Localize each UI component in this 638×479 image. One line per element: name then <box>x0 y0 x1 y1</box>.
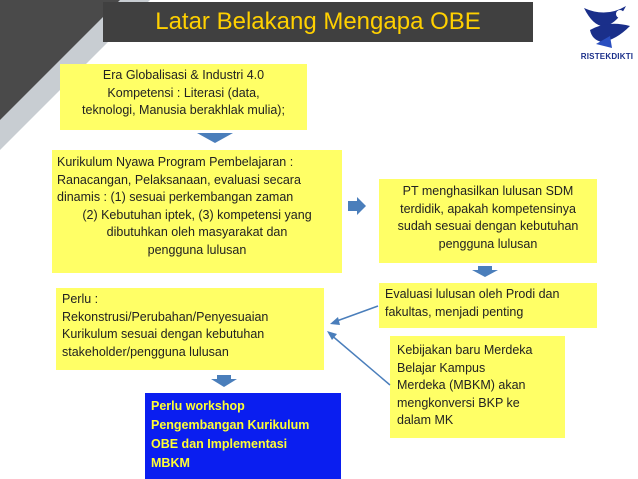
box-kurikulum-line: Ranacangan, Pelaksanaan, evaluasi secara <box>57 172 301 187</box>
box-pt-line: PT menghasilkan lulusan SDM <box>402 184 574 198</box>
box-kurikulum-line: pengguna lulusan <box>147 242 247 257</box>
right-arrow-icon <box>348 201 357 211</box>
box-pt: PT menghasilkan lulusan SDM terdidik, ap… <box>379 179 597 263</box>
logo-emblem-icon <box>584 6 630 48</box>
box-evaluasi: Evaluasi lulusan oleh Prodi dan fakultas… <box>379 283 597 328</box>
box-kurikulum-line: Kurikulum Nyawa Program Pembelajaran : <box>57 155 294 169</box>
box-kurikulum-line: dinamis : (1) sesuai perkembangan zaman <box>57 190 294 204</box>
box-perlu-line: Perlu : <box>62 292 99 306</box>
box-kebijakan-line: Merdeka (MBKM) akan <box>397 378 526 392</box>
box-kurikulum-line: dibutuhkan oleh masyarakat dan <box>106 225 288 239</box>
box-workshop: Perlu workshop Pengembangan Kurikulum OB… <box>145 393 341 479</box>
right-arrow-icon <box>357 197 366 215</box>
down-arrow-icon <box>197 133 233 143</box>
down-arrow-icon <box>478 266 492 270</box>
box-perlu-line: Rekonstrusi/Perubahan/Penyesuaian <box>62 309 269 324</box>
box-perlu-line: stakeholder/pengguna lulusan <box>62 344 229 359</box>
box-kebijakan-line: dalam MK <box>397 413 454 427</box>
box-pt-line: terdidik, apakah kompetensinya <box>400 201 576 216</box>
box-evaluasi-line: Evaluasi lulusan oleh Prodi dan <box>385 287 560 301</box>
box-globalisasi: Era Globalisasi & Industri 4.0 Kompetens… <box>60 64 307 130</box>
box-perlu-line: Kurikulum sesuai dengan kebutuhan <box>62 327 265 341</box>
box-workshop-line: Pengembangan Kurikulum <box>151 418 310 432</box>
connector-line <box>333 305 379 323</box>
box-kurikulum-line: (2) Kebutuhan iptek, (3) kompetensi yang <box>82 207 312 222</box>
box-kurikulum: Kurikulum Nyawa Program Pembelajaran : R… <box>52 150 342 273</box>
down-arrow-icon <box>211 379 237 387</box>
slide-title: Latar Belakang Mengapa OBE <box>103 2 533 42</box>
box-globalisasi-line: Kompetensi : Literasi (data, <box>107 85 260 100</box>
box-kebijakan-line: mengkonversi BKP ke <box>397 395 520 410</box>
box-perlu: Perlu : Rekonstrusi/Perubahan/Penyesuaia… <box>56 288 324 370</box>
box-globalisasi-line: Era Globalisasi & Industri 4.0 <box>102 68 265 82</box>
box-kebijakan-line: Kebijakan baru Merdeka <box>397 343 533 357</box>
box-kebijakan: Kebijakan baru Merdeka Belajar Kampus Me… <box>390 336 565 438</box>
box-workshop-line: Perlu workshop <box>151 399 245 413</box>
box-pt-line: pengguna lulusan <box>438 236 538 251</box>
box-workshop-line: OBE dan Implementasi <box>151 437 288 451</box>
ristekdikti-logo: RISTEKDIKTI <box>576 0 638 66</box>
connector-line <box>329 333 391 386</box>
box-kebijakan-line: Belajar Kampus <box>397 360 486 375</box>
logo-text: RISTEKDIKTI <box>580 52 634 61</box>
box-globalisasi-line: teknologi, Manusia berakhlak mulia); <box>82 103 285 117</box>
box-pt-line: sudah sesuai dengan kebutuhan <box>397 219 579 233</box>
box-workshop-line: MBKM <box>151 456 190 470</box>
arrowhead-icon <box>330 317 340 325</box>
arrowhead-icon <box>327 331 337 340</box>
down-arrow-icon <box>472 270 498 277</box>
box-evaluasi-line: fakultas, menjadi penting <box>385 304 524 319</box>
down-arrow-icon <box>217 375 231 379</box>
